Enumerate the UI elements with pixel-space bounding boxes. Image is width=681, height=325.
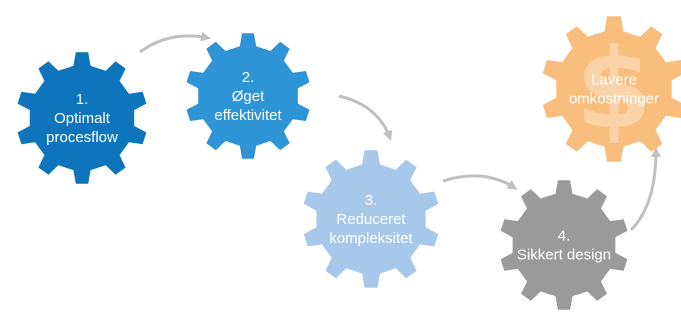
gear-label-oget-effektivitet-line-1: 2. — [242, 69, 255, 86]
gear-shape-optimalt-procesflow — [17, 52, 147, 184]
gear-reduceret-kompleksitet: 3. Reduceret kompleksitet — [303, 150, 439, 288]
connector-arrow-1 — [139, 31, 211, 54]
gear-shape-reduceret-kompleksitet — [303, 150, 439, 288]
gear-label-optimalt-procesflow-line-2: Optimalt — [54, 110, 111, 127]
gear-lavere-omkostninger: $Lavere omkostninger — [542, 16, 681, 162]
gear-label-reduceret-kompleksitet-line-2: Reduceret — [336, 211, 406, 228]
gear-label-lavere-omkostninger-line-2: omkostninger — [569, 91, 659, 108]
gear-oget-effektivitet: 2. Øget effektivitet — [186, 33, 310, 159]
connector-arrow-3 — [442, 174, 518, 190]
gear-label-sikkert-design-line-1: 4. — [558, 228, 571, 245]
gear-shape-sikkert-design — [500, 180, 628, 310]
gear-label-reduceret-kompleksitet-line-1: 3. — [365, 192, 378, 209]
gear-label-sikkert-design-line-2: Sikkert design — [517, 247, 611, 264]
connector-arrow-2 — [338, 94, 393, 141]
connector-arrow-4 — [629, 147, 661, 232]
gear-label-oget-effektivitet-line-3: effektivitet — [214, 107, 282, 124]
gear-label-reduceret-kompleksitet-line-3: kompleksitet — [329, 230, 413, 247]
gear-label-optimalt-procesflow-line-1: 1. — [76, 91, 89, 108]
gear-label-lavere-omkostninger-line-1: Lavere — [591, 72, 637, 89]
gear-group: 1. Optimalt procesflow 2. Øget effektivitet 3.… — [17, 16, 681, 310]
gear-sikkert-design: 4. Sikkert design — [500, 180, 628, 310]
gear-shape-oget-effektivitet — [186, 33, 310, 159]
gear-optimalt-procesflow: 1. Optimalt procesflow — [17, 52, 147, 184]
dollar-sign-icon: $ — [576, 25, 653, 153]
connector-arrows — [139, 31, 661, 232]
gear-shape-lavere-omkostninger — [542, 16, 681, 162]
gear-label-oget-effektivitet-line-2: Øget — [232, 88, 265, 105]
gear-label-optimalt-procesflow-line-3: procesflow — [46, 129, 118, 146]
